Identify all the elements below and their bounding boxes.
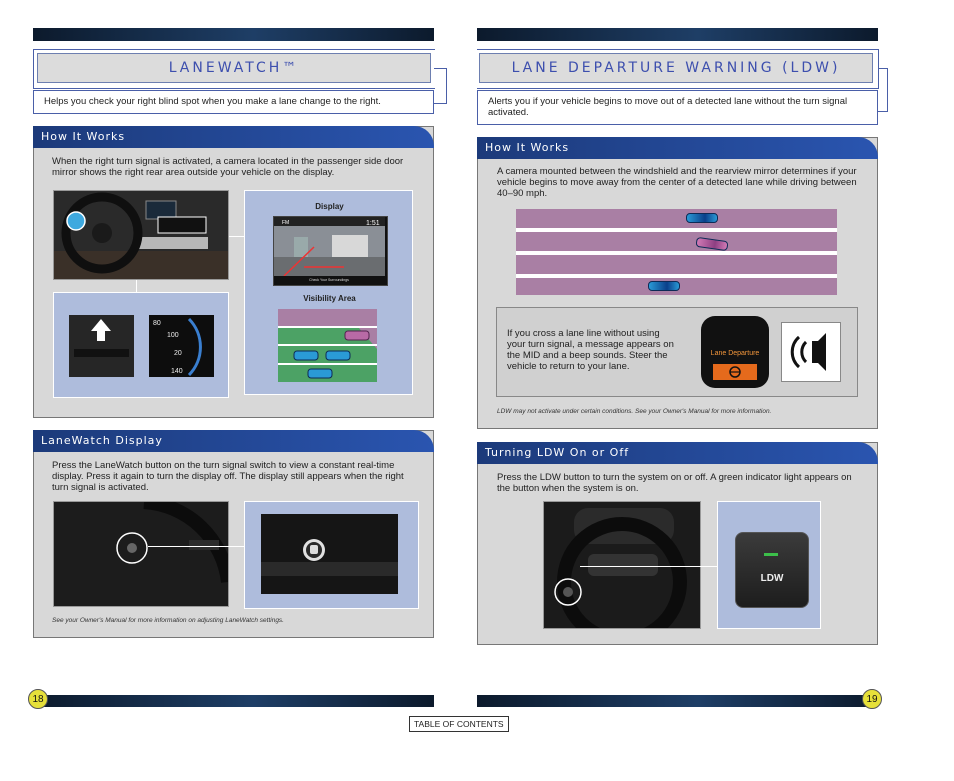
ldw-how-it-works-heading: How It Works (477, 137, 878, 159)
svg-text:80: 80 (153, 320, 161, 327)
ldw-button-box: LDW (717, 501, 821, 629)
left-title-connector (434, 68, 447, 104)
lane-1 (516, 209, 837, 228)
ldw-toggle-text: Press the LDW button to turn the system … (497, 472, 852, 494)
display-visibility-box: Display FM 1:51 Check Your Surroundings … (244, 190, 413, 395)
left-bottom-bar (33, 695, 434, 707)
ldw-button[interactable]: LDW (735, 532, 809, 608)
ldw-button-label: LDW (760, 573, 784, 584)
screen-time: 1:51 (366, 220, 380, 227)
svg-text:100: 100 (167, 332, 179, 339)
table-of-contents-link[interactable]: TABLE OF CONTENTS (409, 716, 509, 732)
left-title-bracket (33, 49, 435, 89)
page-number-19: 19 (862, 689, 882, 709)
lanewatch-intro: Helps you check your right blind spot wh… (33, 90, 434, 114)
ldw-cross-text: If you cross a lane line without using y… (507, 328, 674, 372)
lanewatch-screen: FM 1:51 Check Your Surroundings (273, 216, 388, 286)
page-title-lanewatch: LANEWATCH™ (168, 60, 300, 76)
lanewatch-button-closeup (261, 514, 398, 594)
lane-2 (516, 232, 837, 251)
arrow-up-icon (91, 319, 111, 341)
mirror-connector-line (136, 280, 137, 294)
lanewatch-note: See your Owner's Manual for more informa… (52, 617, 284, 624)
mid-message: Lane Departure (710, 350, 760, 357)
car-blue-1 (686, 213, 718, 223)
screen-caption: Check Your Surroundings (309, 278, 349, 282)
visibility-label: Visibility Area (303, 294, 356, 303)
dashboard-photo (53, 190, 229, 280)
button-connector-line (148, 546, 268, 547)
page-title-ldw: LANE DEPARTURE WARNING (LDW) (511, 60, 841, 76)
mid-warning-box: If you cross a lane line without using y… (496, 307, 858, 397)
lane-warning-icon (713, 364, 757, 380)
lanewatch-intro-text: Helps you check your right blind spot wh… (44, 96, 381, 107)
speed-gauge-photo: 80 100 20 140 (149, 315, 214, 377)
steering-wheel-button-photo (53, 495, 235, 607)
ldw-indicator-light (764, 553, 778, 556)
page-number-18: 18 (28, 689, 48, 709)
speaker-icon (790, 333, 826, 371)
svg-text:140: 140 (171, 368, 183, 375)
left-title-box: LANEWATCH™ (37, 53, 431, 83)
right-title-connector (878, 68, 888, 112)
camera-icon (310, 545, 318, 554)
display-label: Display (315, 202, 344, 211)
ldw-note: LDW may not activate under certain condi… (497, 408, 772, 415)
mid-display: Lane Departure (701, 316, 769, 388)
car-blue-2 (648, 281, 680, 291)
ldw-intro-text: Alerts you if your vehicle begins to mov… (488, 96, 848, 118)
lanewatch-display-text: Press the LaneWatch button on the turn s… (52, 460, 404, 493)
right-bottom-bar (477, 695, 878, 707)
visibility-diagram (278, 309, 377, 382)
right-title-box: LANE DEPARTURE WARNING (LDW) (479, 53, 873, 83)
svg-text:20: 20 (174, 350, 182, 357)
left-top-bar (33, 28, 434, 41)
right-top-bar (477, 28, 878, 41)
beep-sound-box (781, 322, 841, 382)
lanewatch-how-it-works-heading: How It Works (33, 126, 434, 148)
lanewatch-display-heading: LaneWatch Display (33, 430, 434, 452)
lane-3 (516, 255, 837, 274)
ldw-connector-line (580, 566, 735, 567)
screen-fm: FM (282, 220, 289, 226)
lanewatch-button-box (244, 501, 419, 609)
steering-wheel-ldw-photo (543, 501, 701, 647)
ldw-intro: Alerts you if your vehicle begins to mov… (477, 90, 878, 125)
turn-signal-photo (69, 315, 134, 377)
right-title-bracket (477, 49, 879, 89)
lane-diagram (516, 209, 837, 295)
lanewatch-how-it-works-text: When the right turn signal is activated,… (52, 156, 404, 178)
display-connector-line (229, 236, 245, 237)
ldw-how-it-works-text: A camera mounted between the windshield … (497, 166, 857, 199)
ldw-toggle-heading: Turning LDW On or Off (477, 442, 878, 464)
turn-signal-box: 80 100 20 140 (53, 292, 229, 398)
